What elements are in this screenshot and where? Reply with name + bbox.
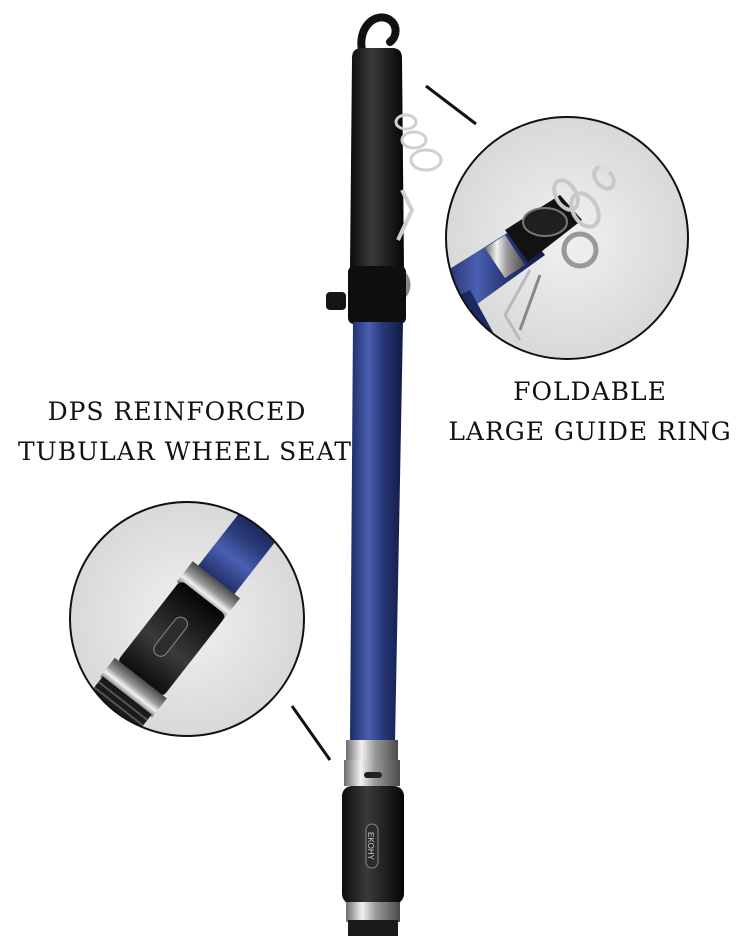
rod-blank [350, 322, 403, 742]
guide-ring-caption-line2: LARGE GUIDE RING [448, 417, 732, 446]
wheel-seat-caption-line1: DPS REINFORCED [47, 397, 307, 426]
leader-line-guide-ring [425, 84, 477, 126]
leader-line-wheel-seat [290, 705, 332, 761]
inset-wheel-seat [69, 501, 305, 737]
cap-knob [326, 292, 346, 310]
wheel-seat-caption-line2: TUBULAR WHEEL SEAT [18, 437, 352, 466]
brand-mark: EKOHY [366, 832, 375, 861]
wheel-seat-caption: DPS REINFORCED TUBULAR WHEEL SEAT [18, 392, 352, 472]
rod: EKOHY [326, 13, 443, 936]
cap-collar [348, 266, 406, 324]
hook-keeper-icon [357, 13, 400, 54]
guide-ring-caption-line1: FOLDABLE [513, 377, 667, 406]
tip-cap [350, 48, 404, 270]
guide-ring-caption: FOLDABLE LARGE GUIDE RING [440, 372, 740, 452]
chrome-ring [346, 740, 398, 762]
inset-guide-ring [445, 116, 689, 360]
